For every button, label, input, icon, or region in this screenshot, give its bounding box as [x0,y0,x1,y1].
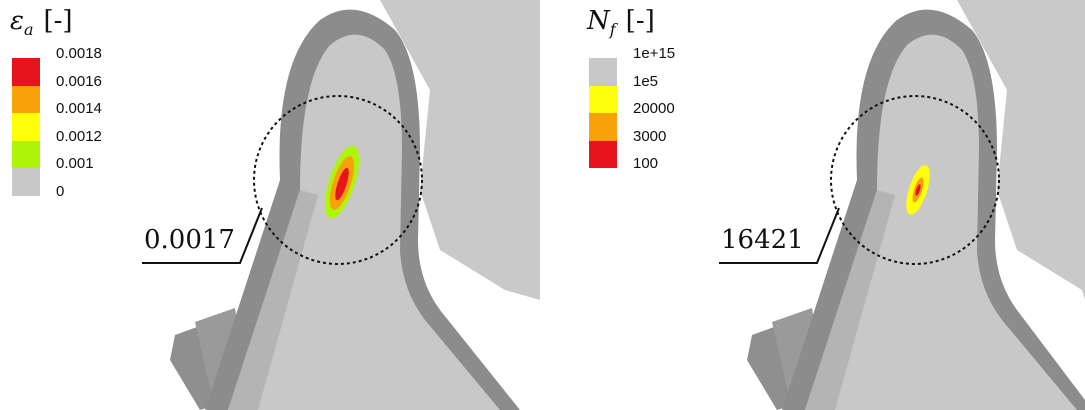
part-render [719,0,1085,410]
hotspot-core [915,184,921,196]
part-render [142,0,540,410]
legend-label: 0.0014 [56,100,102,117]
callout-value: 16421 [721,225,804,255]
legend-swatch [12,140,40,168]
part-face [228,34,500,410]
legend-label: 20000 [633,100,675,117]
part-body [380,0,540,300]
legend-swatch [589,85,617,113]
legend-swatch [12,85,40,113]
callout-leader [142,207,263,264]
legend-label: 0.001 [56,155,94,172]
part-body [957,0,1085,300]
legend-swatch [12,58,40,86]
legend-label: 1e+15 [633,45,676,62]
legend-label: 0 [56,182,65,200]
legend-label: 0.0018 [56,45,102,62]
legend-swatch [12,113,40,141]
legend-label: 100 [633,155,659,172]
strain-amplitude-panel: εa[-] 0.0018 0.0016 0.0014 0.0012 0.001 … [0,0,540,410]
focus-circle [253,95,423,265]
legend-label: 0.0012 [56,127,102,145]
legend-title: Nf[-] [587,6,655,40]
legend-title: εa[-] [10,6,73,40]
legend-label: 3000 [633,127,667,145]
legend-label: 1e5 [633,72,659,90]
legend-swatch [589,140,617,168]
legend-swatch [589,113,617,141]
hotspot-core [335,167,349,201]
legend-swatch [12,168,40,196]
legend-label: 0.0016 [56,72,102,90]
part-face [805,34,1077,410]
callout-leader [719,207,840,264]
legend-swatch [589,58,617,86]
focus-circle [830,95,1000,265]
callout-value: 0.0017 [144,225,235,255]
fatigue-life-panel: Nf[-] 1e+15 1e5 20000 3000 100 16421 [577,0,1085,410]
